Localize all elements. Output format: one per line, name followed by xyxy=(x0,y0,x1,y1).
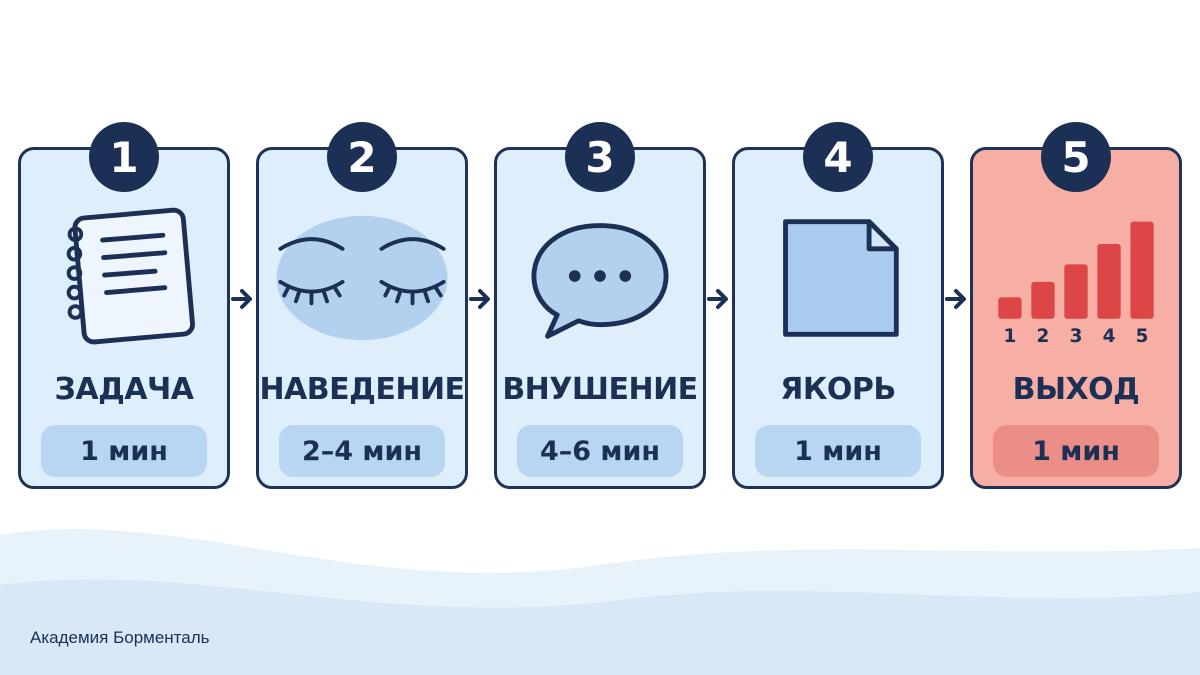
step-title: ЗАДАЧА xyxy=(54,372,194,407)
ascending-bars-icon: 1 2 3 4 5 xyxy=(998,221,1154,347)
arrow-right-icon xyxy=(231,289,252,309)
arrow-right-icon xyxy=(469,289,490,309)
bar-label-5: 5 xyxy=(1136,326,1149,347)
arrow-right-icon xyxy=(945,289,966,309)
bar-5 xyxy=(1130,221,1154,319)
step-number-badge: 3 xyxy=(565,122,635,192)
step-number-badge: 4 xyxy=(803,122,873,192)
brand-footer: Академия Борменталь xyxy=(30,628,210,647)
bar-label-4: 4 xyxy=(1103,326,1116,347)
bar-1 xyxy=(998,297,1022,319)
step-duration: 1 мин xyxy=(41,425,207,477)
step-title: ВЫХОД xyxy=(1012,372,1140,407)
step-card-4: 4 ЯКОРЬ 1 мин xyxy=(732,122,944,489)
step-number-badge: 1 xyxy=(89,122,159,192)
step-card-5: 5 1 2 3 4 5 ВЫХОД 1 мин xyxy=(970,122,1182,489)
step-duration: 4–6 мин xyxy=(517,425,683,477)
step-duration: 2–4 мин xyxy=(279,425,445,477)
notebook-icon xyxy=(66,207,195,345)
bar-4 xyxy=(1097,243,1121,319)
speech-bubble-icon xyxy=(531,223,669,339)
bar-label-2: 2 xyxy=(1037,326,1050,347)
arrow-right-icon xyxy=(707,289,728,309)
closed-eyes-icon xyxy=(276,215,448,341)
step-card-2: 2 НАВЕДЕНИЕ 2–4 мин xyxy=(256,122,468,489)
step-title: ЯКОРЬ xyxy=(780,372,896,407)
step-duration: 1 мин xyxy=(993,425,1159,477)
step-title: ВНУШЕНИЕ xyxy=(502,372,698,407)
step-title: НАВЕДЕНИЕ xyxy=(259,372,465,407)
step-number-badge: 5 xyxy=(1041,122,1111,192)
bar-label-3: 3 xyxy=(1070,326,1083,347)
step-duration: 1 мин xyxy=(755,425,921,477)
step-card-3: 3 ВНУШЕНИЕ 4–6 мин xyxy=(494,122,706,489)
step-card-1: 1 ЗАДАЧА 1 мин xyxy=(18,122,230,489)
document-icon xyxy=(783,219,899,337)
bar-3 xyxy=(1064,264,1088,319)
bar-2 xyxy=(1031,281,1055,319)
bar-label-1: 1 xyxy=(1004,326,1017,347)
step-number-badge: 2 xyxy=(327,122,397,192)
